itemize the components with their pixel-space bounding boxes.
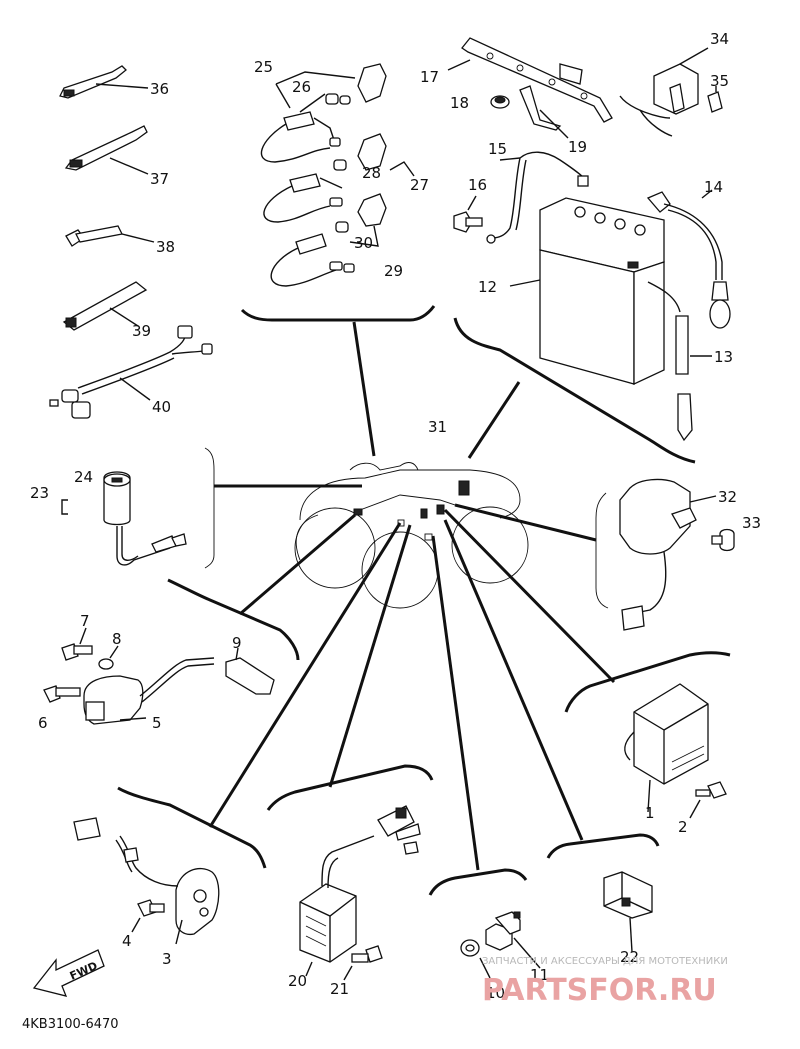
callout-16: 16 <box>468 176 487 194</box>
bolt-21 <box>343 945 383 981</box>
cable-band-36 <box>59 65 149 99</box>
bracket-19 <box>519 85 569 139</box>
callout-3: 3 <box>162 950 172 968</box>
bolt-2 <box>689 781 727 819</box>
unit-1 <box>624 683 709 813</box>
callout-31: 31 <box>428 418 447 436</box>
bolt-4 <box>131 899 165 933</box>
minus-lead-14 <box>646 189 731 329</box>
callout-13: 13 <box>714 348 733 366</box>
sub-wire-harness-40 <box>49 325 213 419</box>
callout-40: 40 <box>152 398 171 416</box>
bolt-16 <box>453 195 483 233</box>
plug-cap-9 <box>225 647 275 695</box>
unit-32 <box>619 478 717 631</box>
cable-band-37 <box>64 125 149 175</box>
screw-33 <box>711 528 735 552</box>
cover-22 <box>603 871 653 953</box>
callout-12: 12 <box>478 278 497 296</box>
callout-33: 33 <box>742 514 761 532</box>
plus-lead-15 <box>486 151 589 244</box>
washer-8 <box>98 645 119 670</box>
sensor-3 <box>73 817 220 945</box>
ignition-coil-5 <box>83 657 215 725</box>
callout-36: 36 <box>150 80 169 98</box>
callout-24: 24 <box>74 468 93 486</box>
callout-14: 14 <box>704 178 723 196</box>
callout-1: 1 <box>645 804 655 822</box>
vehicle-outline <box>294 462 529 609</box>
callout-32: 32 <box>718 488 737 506</box>
callout-39: 39 <box>132 322 151 340</box>
grommet-18 <box>490 95 510 109</box>
group-brackets <box>117 305 731 896</box>
callout-35: 35 <box>710 72 729 90</box>
callout-30: 30 <box>354 234 373 252</box>
callout-38: 38 <box>156 238 175 256</box>
bolt-7 <box>61 627 93 661</box>
regulator-20 <box>299 805 421 977</box>
callout-21: 21 <box>330 980 349 998</box>
holder-35 <box>707 86 723 113</box>
callout-23: 23 <box>30 484 49 502</box>
watermark-brand: PARTSFOR.RU <box>482 973 717 1008</box>
callout-18: 18 <box>450 94 469 112</box>
fwd-arrow-icon: FWD <box>32 949 105 997</box>
callout-17: 17 <box>420 68 439 86</box>
washer-10 <box>460 939 491 979</box>
bolt-6 <box>43 685 81 703</box>
cable-band-39 <box>62 281 148 331</box>
callout-5: 5 <box>152 714 162 732</box>
callout-25: 25 <box>254 58 273 76</box>
relay-34 <box>619 47 709 137</box>
watermark: ЗАПЧАСТИ И АКСЕССУАРЫ ДЛЯ МОТОТЕХНИКИ PA… <box>482 956 728 1008</box>
callout-7: 7 <box>80 612 90 630</box>
main-switch-23 <box>61 471 187 566</box>
clamp-38 <box>65 225 155 247</box>
battery-12 <box>509 197 665 386</box>
diagram-code: 4KB3100-6470 <box>22 1017 119 1032</box>
callout-4: 4 <box>122 932 132 950</box>
callout-26: 26 <box>292 78 311 96</box>
breather-pipe-13 <box>647 281 712 442</box>
callout-9: 9 <box>232 634 242 652</box>
callout-10: 10 <box>486 984 505 1002</box>
callout-22: 22 <box>620 948 639 966</box>
callout-19: 19 <box>568 138 587 156</box>
callout-11: 11 <box>530 966 549 984</box>
callout-15: 15 <box>488 140 507 158</box>
callout-37: 37 <box>150 170 169 188</box>
callout-20: 20 <box>288 972 307 990</box>
switch-11 <box>485 911 541 969</box>
callout-8: 8 <box>112 630 122 648</box>
callout-29: 29 <box>384 262 403 280</box>
callout-numbers: 1 2 3 4 5 6 7 8 9 10 11 12 13 14 15 16 1… <box>30 30 761 1002</box>
watermark-caption: ЗАПЧАСТИ И АКСЕССУАРЫ ДЛЯ МОТОТЕХНИКИ <box>482 956 728 967</box>
callout-6: 6 <box>38 714 48 732</box>
callout-2: 2 <box>678 818 688 836</box>
callout-34: 34 <box>710 30 729 48</box>
plug-cap-group-25-30 <box>260 63 415 287</box>
callout-28: 28 <box>362 164 381 182</box>
bracket-17 <box>447 37 613 123</box>
callout-27: 27 <box>410 176 429 194</box>
